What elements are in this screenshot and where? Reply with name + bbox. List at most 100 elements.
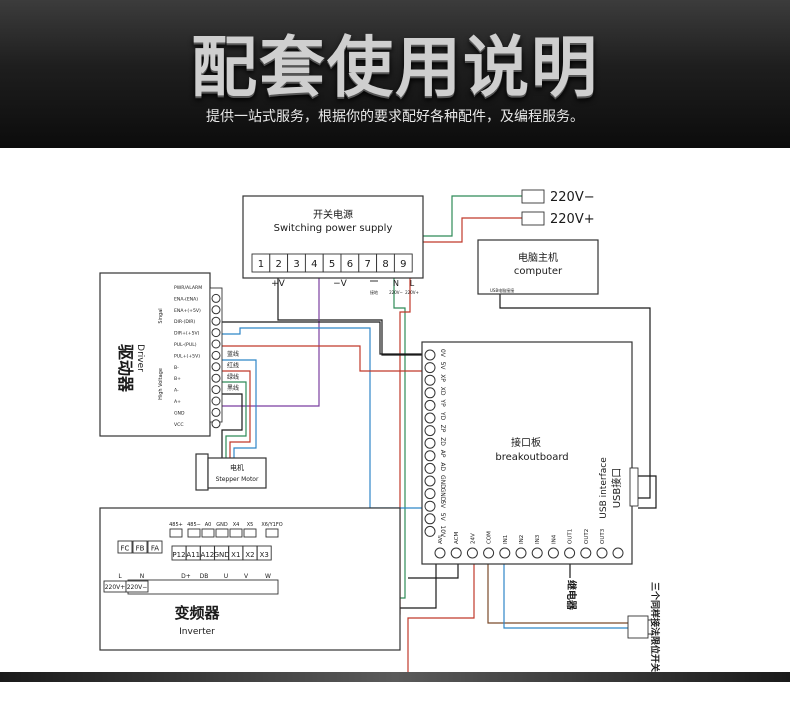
inverter-top-terminal (243, 528, 257, 538)
board-pin-label: 24V (470, 533, 476, 544)
driver-terminal (211, 373, 221, 383)
inverter-power-terminal (125, 580, 149, 593)
board-pin-label: GND (439, 488, 446, 502)
board-pin (424, 437, 436, 449)
driver-pin-label: A- (174, 388, 179, 394)
wire-psu-plus (277, 278, 430, 356)
limit-switch-body (627, 615, 649, 639)
wire-pul (218, 345, 430, 372)
inverter-relay-label: FC (121, 545, 130, 553)
wire-psu-minus (218, 278, 320, 407)
board-pin-label: ZP (439, 425, 446, 433)
motor-title-cn: 电机 (230, 463, 244, 472)
driver-pin-label: VCC (174, 422, 184, 428)
computer-title-cn: 电脑主机 (518, 251, 558, 264)
motor-title-en: Stepper Motor (216, 476, 259, 483)
driver-pin-label: PUL+(+5V) (174, 353, 200, 359)
inverter-power-term-label: 220V− (127, 584, 148, 591)
wire-com (487, 553, 628, 624)
driver-terminal (211, 328, 221, 338)
wire-motor-black (218, 393, 243, 464)
inverter-terminal-label: X3 (260, 551, 269, 559)
driver-body (99, 272, 211, 437)
wire-motor-green (218, 381, 247, 464)
board-pin (424, 462, 436, 474)
ac-pos-label: 220V+ (550, 212, 595, 227)
inverter-power-label: DB (200, 573, 209, 580)
inverter-top-label: X4 (233, 522, 240, 528)
inverter-relay-label: FA (151, 545, 159, 553)
computer: 电脑主机 computer USB电脑接接 (477, 239, 599, 295)
psu-plus-label: +V (271, 279, 286, 289)
bottom-bar (0, 672, 790, 682)
driver-terminal (211, 339, 221, 349)
wire-24v (407, 553, 475, 672)
board-pin (424, 374, 436, 386)
wire-usb-2 (638, 475, 657, 509)
inverter-terminal-label: GND (214, 551, 230, 559)
board-pin (580, 547, 592, 559)
driver-title-cn: 驱动器 (116, 344, 135, 393)
board-pin-label: XP (439, 374, 446, 382)
wire-in1 (503, 553, 628, 629)
ac-input: 220V− 220V+ (521, 189, 595, 227)
board-pin (450, 547, 462, 559)
board-pin-label: GND (439, 475, 446, 489)
driver-pin-label: GND (174, 410, 185, 416)
wire-usb (499, 294, 651, 499)
psu-l-sub: 220V+ (405, 290, 419, 295)
inverter-title-en: Inverter (179, 627, 215, 637)
board-pin (424, 387, 436, 399)
inverter-terminal-label: X1 (231, 551, 240, 559)
board-pin-label: IN3 (535, 534, 541, 544)
driver-hv-label: High Voltage (158, 368, 164, 400)
board-pin (499, 547, 511, 559)
inverter-top-terminal (265, 528, 279, 538)
inverter-power-term-label: 220V+ (105, 584, 126, 591)
psu-title-en: Switching power supply (274, 223, 393, 234)
board-pin (424, 513, 436, 525)
page-subtitle: 提供一站式服务，根据你的要求配好各种配件，及编程服务。 (206, 109, 584, 125)
board-pin-label: AD (439, 462, 446, 471)
inverter-relay-box (117, 540, 133, 554)
wiring-diagram: .box{fill:#fff;stroke:#333;stroke-width:… (99, 189, 661, 672)
driver-pin-label: ENA-(ENA) (174, 296, 198, 302)
driver-pin-label: PWR/ALARM (174, 285, 202, 291)
psu-terminal-number: 4 (311, 259, 317, 270)
psu-terminal-number: 1 (258, 259, 264, 270)
psu-terminal-number: 7 (365, 259, 371, 270)
inverter-terminal-label: A11 (186, 551, 200, 559)
psu-minus-label: −V (333, 279, 348, 289)
computer-usb-label: USB电脑接接 (490, 287, 514, 293)
wire-color-label: 黑线 (227, 384, 239, 392)
board-pin (424, 412, 436, 424)
relay: 继电器 (565, 580, 578, 611)
inverter-top-label: 485− (187, 522, 201, 528)
psu-terminal-number: 2 (276, 259, 282, 270)
board-pin (531, 547, 543, 559)
ac-pos-box (521, 211, 545, 226)
board-pin (424, 349, 436, 361)
computer-title-en: computer (514, 266, 563, 277)
inverter-terminal-label: X2 (245, 551, 254, 559)
board-pin (424, 399, 436, 411)
wire-motor-blue (218, 359, 257, 464)
board-pin-label: ACM (454, 531, 460, 544)
inverter-power-label: N (140, 573, 145, 580)
board-body (421, 341, 633, 565)
board-pin-label: AVI (438, 535, 444, 544)
wire-ena (218, 321, 430, 355)
psu-ground-label: 接地 (370, 289, 378, 295)
driver-terminal (211, 385, 221, 395)
board-usb-en: USB interface (599, 457, 609, 519)
driver-terminal (211, 362, 221, 372)
board-pin-label: YP (439, 398, 446, 407)
stepper-motor: 电机 Stepper Motor (195, 453, 267, 491)
driver-signal-label: Singal (158, 308, 164, 323)
inverter-top-terminal (229, 528, 243, 538)
